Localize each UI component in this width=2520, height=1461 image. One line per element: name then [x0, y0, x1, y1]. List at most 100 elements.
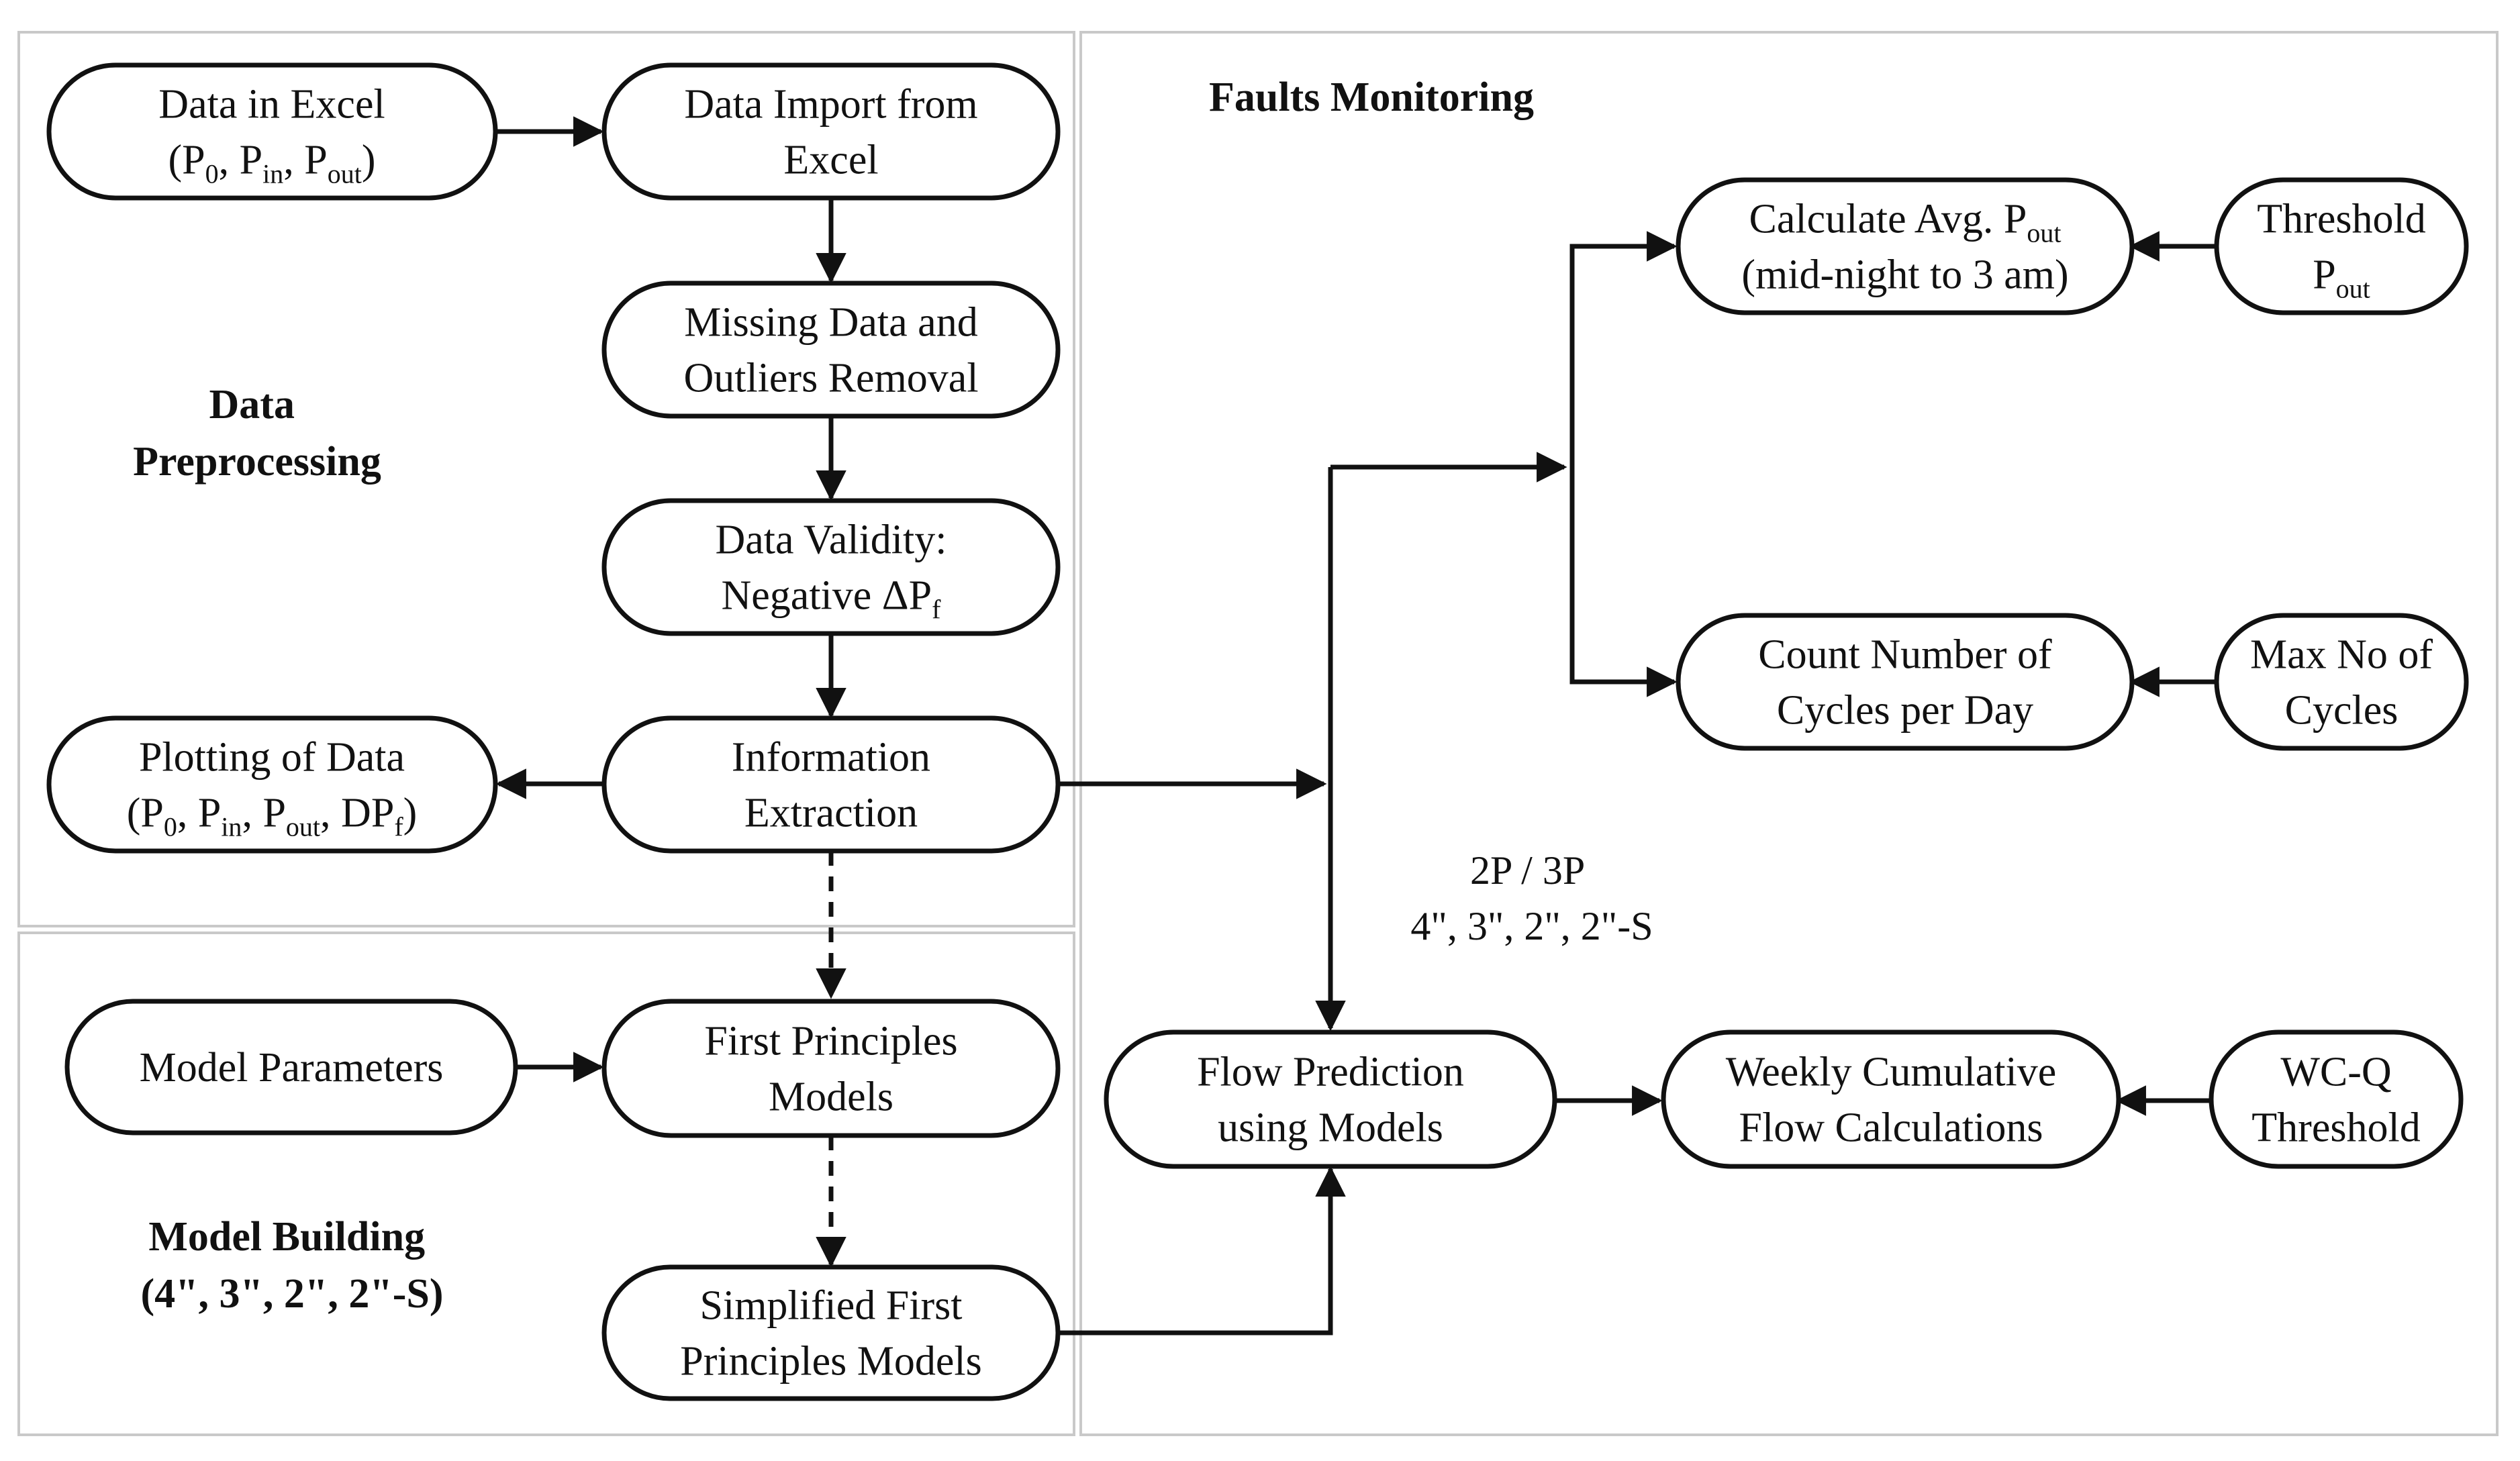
subscript-text: out — [2336, 274, 2370, 304]
annotation-line: 2P / 3P — [1470, 848, 1584, 893]
max-cycles-node — [2214, 613, 2469, 751]
label-text: , P — [283, 138, 327, 183]
label-text: , P — [242, 791, 285, 836]
count-cycles-label: Count Number of Cycles per Day — [1758, 632, 2052, 734]
section-label-line: Preprocessing — [133, 439, 381, 485]
node-label-line: Information — [732, 735, 930, 780]
subscript-text: 0 — [205, 159, 219, 189]
label-text: Flow Prediction — [1197, 1050, 1464, 1095]
model-options-annotation: 2P / 3P 4", 3", 2", 2"-S — [1410, 848, 1653, 948]
node-label-line: Max No of — [2250, 632, 2433, 678]
nodes — [46, 62, 2469, 1401]
calculate-avg-node — [1676, 177, 2135, 315]
label-text: (P — [168, 138, 205, 183]
node-label-line: Data in Excel — [158, 82, 385, 128]
flow-prediction-node — [1104, 1029, 1557, 1169]
label-text: ) — [362, 138, 376, 183]
data-validity-label: Data Validity: Negative ΔPf — [716, 517, 947, 625]
arrow-split-to-count-cycles — [1569, 467, 1678, 697]
label-text: Weekly Cumulative — [1726, 1050, 2057, 1095]
label-text: Data Import from — [684, 82, 977, 128]
node-label-line: using Models — [1218, 1105, 1443, 1151]
node-label-line: Excel — [783, 138, 878, 183]
label-text: Extraction — [744, 791, 918, 836]
subscript-text: f — [932, 595, 941, 625]
wcq-threshold-label: WC-Q Threshold — [2251, 1050, 2420, 1151]
node-label-line: Outliers Removal — [683, 356, 978, 401]
node-label-line: Data Import from — [684, 82, 977, 128]
faults-monitoring-panel — [1079, 31, 2499, 1436]
arrow-split-to-calculate-avg — [1569, 231, 1678, 682]
label-text: Excel — [783, 138, 878, 183]
node-label-line: Threshold — [2257, 197, 2425, 242]
annotation-line: 4", 3", 2", 2"-S — [1410, 904, 1653, 948]
connectors — [495, 116, 2217, 1336]
node-label-line: Threshold — [2251, 1105, 2420, 1151]
label-text: Threshold — [2251, 1105, 2420, 1151]
label-text: Threshold — [2257, 197, 2425, 242]
node-label-line: (mid-night to 3 am) — [1741, 252, 2068, 298]
data-validity-node — [601, 498, 1061, 636]
calculate-avg-label: Calculate Avg. Pout(mid-night to 3 am) — [1741, 197, 2068, 298]
label-text: First Principles — [704, 1019, 957, 1064]
arrow-simplified-to-flow-prediction — [1058, 1166, 1346, 1336]
label-text: Data in Excel — [158, 82, 385, 128]
node-label-line: Plotting of Data — [139, 735, 405, 780]
node-label-line: Weekly Cumulative — [1726, 1050, 2057, 1095]
faults-monitoring-label: Faults Monitoring — [1209, 74, 1534, 120]
node-label-line: Extraction — [744, 791, 918, 836]
label-text: Information — [732, 735, 930, 780]
label-text: , DP — [320, 791, 394, 836]
data-preprocessing-panel — [17, 31, 1075, 927]
label-text: (mid-night to 3 am) — [1741, 252, 2068, 298]
label-text: Model Parameters — [140, 1045, 444, 1091]
subscript-text: out — [328, 159, 362, 189]
information-extraction-node — [601, 715, 1061, 854]
model-building-label: Model Building (4", 3", 2", 2"-S) — [140, 1214, 443, 1317]
node-label-line: First Principles — [704, 1019, 957, 1064]
node-labels: Data in Excel(P0, Pin, Pout) Data Import… — [127, 82, 2433, 1384]
subscript-text: out — [2027, 218, 2061, 248]
label-text: Outliers Removal — [683, 356, 978, 401]
label-text: ) — [403, 791, 418, 836]
label-text: Data Validity: — [716, 517, 947, 563]
label-text: Max No of — [2250, 632, 2433, 678]
model-parameters-node — [64, 999, 518, 1136]
subscript-text: in — [262, 159, 283, 189]
simplified-first-principles-node — [601, 1264, 1061, 1401]
subscript-text: in — [221, 812, 242, 842]
node-label-line: (P0, Pin, Pout, DPf) — [127, 791, 418, 842]
label-text: Principles Models — [680, 1339, 981, 1384]
flow-prediction-label: Flow Prediction using Models — [1197, 1050, 1464, 1151]
label-text: Count Number of — [1758, 632, 2052, 678]
subscript-text: 0 — [164, 812, 177, 842]
label-text: Calculate Avg. P — [1749, 197, 2027, 242]
model-parameters-label: Model Parameters — [140, 1045, 444, 1091]
weekly-cumulative-node — [1661, 1029, 2121, 1169]
section-label-line: (4", 3", 2", 2"-S) — [140, 1271, 443, 1317]
node-label-line: Calculate Avg. Pout — [1749, 197, 2062, 248]
node-label-line: Models — [769, 1074, 893, 1120]
label-text: Flow Calculations — [1739, 1105, 2043, 1151]
label-text: P — [2313, 252, 2335, 298]
label-text: Cycles per Day — [1777, 688, 2033, 734]
first-principles-node — [601, 999, 1061, 1138]
data-preprocessing-label: Data Preprocessing — [133, 382, 381, 485]
section-label-line: Model Building — [148, 1214, 425, 1260]
label-text: Negative ΔP — [722, 573, 932, 619]
node-label-line: Simplified First — [700, 1283, 963, 1329]
count-cycles-node — [1676, 613, 2135, 751]
data-in-excel-label: Data in Excel(P0, Pin, Pout) — [158, 82, 385, 189]
label-text: Models — [769, 1074, 893, 1120]
data-import-node — [601, 62, 1061, 201]
plotting-of-data-node — [46, 715, 498, 854]
node-label-line: WC-Q — [2280, 1050, 2391, 1095]
threshold-pout-node — [2214, 177, 2469, 315]
section-label-line: Faults Monitoring — [1209, 74, 1534, 120]
